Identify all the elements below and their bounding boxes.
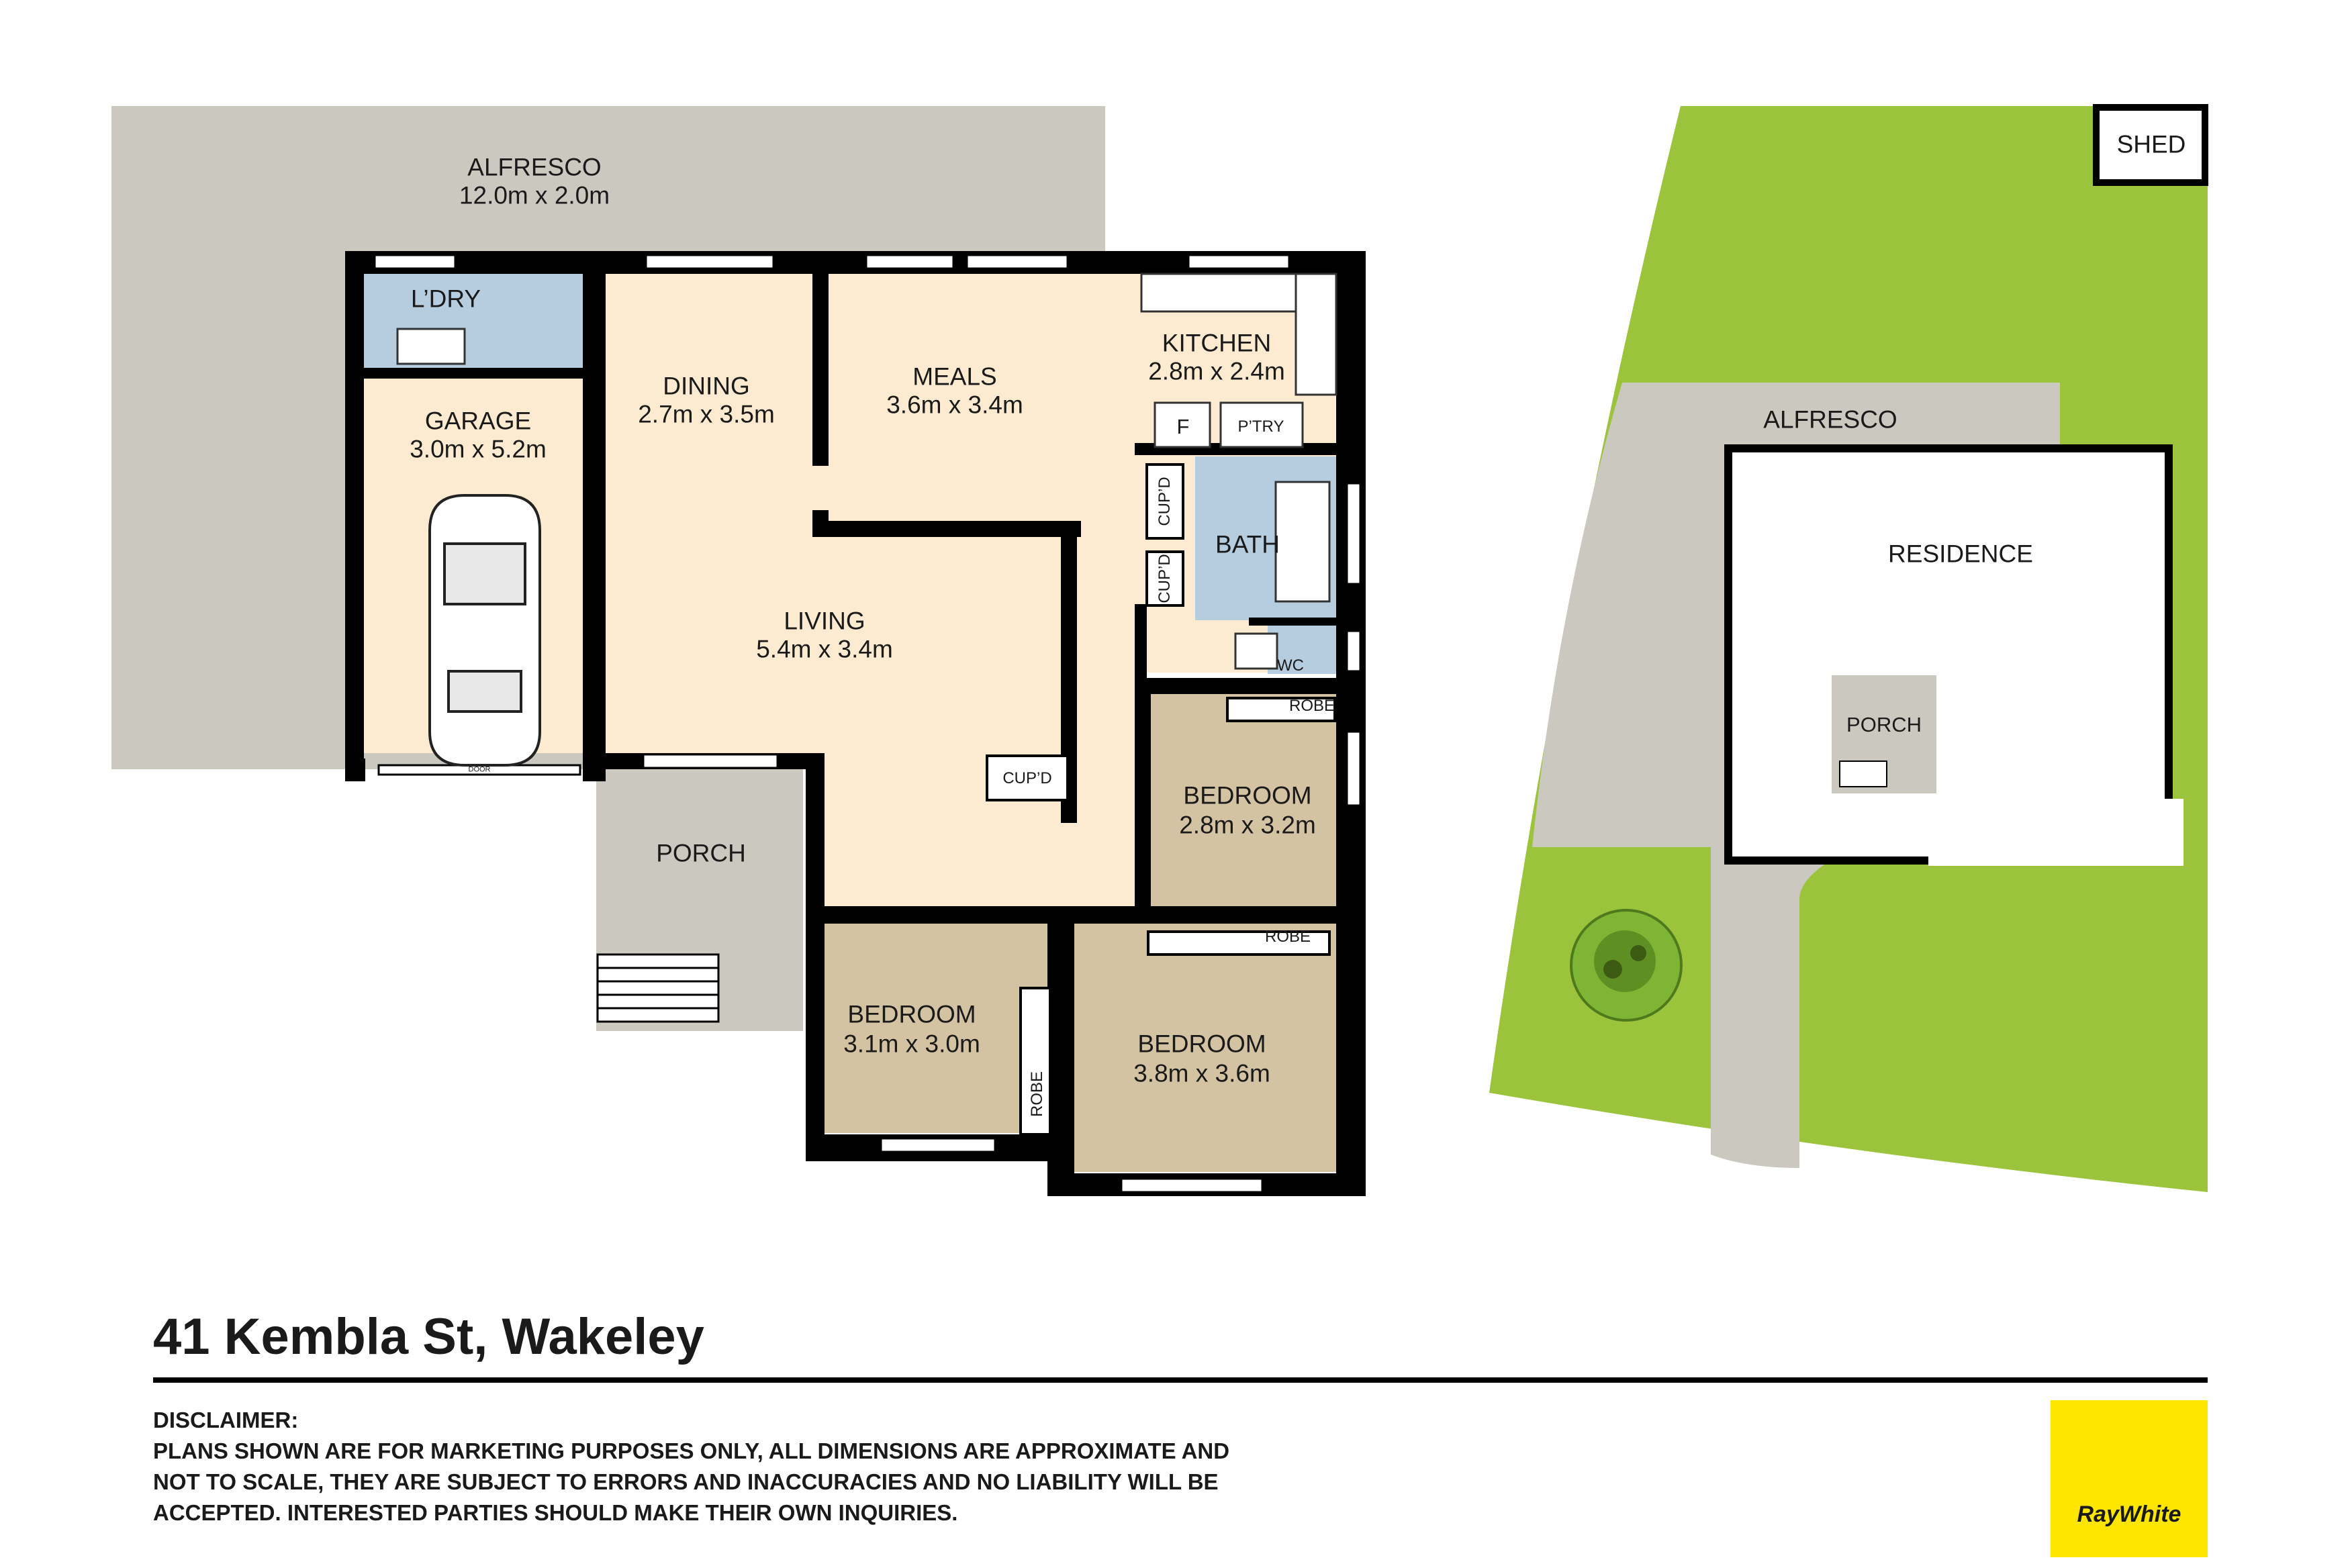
cupboard-2-label: CUP’D bbox=[1156, 554, 1174, 603]
divider bbox=[153, 1377, 2208, 1383]
shed bbox=[2093, 104, 2208, 186]
garage-door-label: DOOR bbox=[468, 765, 491, 774]
bedroom-1-size: 2.8m x 3.2m bbox=[1179, 811, 1316, 839]
disclaimer-title: DISCLAIMER: bbox=[153, 1408, 299, 1432]
residence-label: RESIDENCE bbox=[1888, 540, 2033, 568]
dining-size: 2.7m x 3.5m bbox=[638, 400, 775, 428]
laundry-label: L’DRY bbox=[410, 285, 481, 313]
bedroom-2-size: 3.1m x 3.0m bbox=[843, 1030, 980, 1058]
raywhite-logo: RayWhite bbox=[2051, 1400, 2208, 1557]
garage-size: 3.0m x 5.2m bbox=[410, 435, 547, 463]
robe-3-label: ROBE bbox=[1264, 928, 1311, 946]
bath-label: BATH bbox=[1215, 530, 1280, 558]
site-porch-label: PORCH bbox=[1846, 713, 1922, 737]
bedroom-3-label: BEDROOM bbox=[1137, 1030, 1266, 1058]
living-floor bbox=[606, 524, 1143, 758]
dining-label: DINING bbox=[663, 372, 750, 400]
bedroom-2-floor bbox=[825, 924, 1050, 1133]
cupboard-3-label: CUP’D bbox=[1002, 769, 1052, 788]
meals-size: 3.6m x 3.4m bbox=[886, 391, 1023, 419]
garage-label: GARAGE bbox=[424, 407, 532, 435]
alfresco-size: 12.0m x 2.0m bbox=[459, 181, 610, 209]
disclaimer-line: ACCEPTED. INTERESTED PARTIES SHOULD MAKE… bbox=[153, 1500, 958, 1525]
tree-icon bbox=[1570, 909, 1683, 1022]
robe-1-label: ROBE bbox=[1288, 697, 1335, 716]
porch-label: PORCH bbox=[656, 839, 746, 867]
windows bbox=[373, 254, 1362, 1193]
living-size: 5.4m x 3.4m bbox=[756, 635, 893, 663]
fridge-label: F bbox=[1176, 415, 1190, 439]
pantry-label: P’TRY bbox=[1237, 418, 1284, 436]
bedroom-3-size: 3.8m x 3.6m bbox=[1133, 1059, 1270, 1087]
residence bbox=[1724, 444, 2173, 865]
wc-floor bbox=[1268, 620, 1336, 674]
site-alfresco-label: ALFRESCO bbox=[1763, 405, 1897, 434]
kitchen-size: 2.8m x 2.4m bbox=[1148, 357, 1285, 385]
alfresco-label: ALFRESCO bbox=[467, 153, 602, 181]
living-label: LIVING bbox=[784, 607, 865, 635]
bedroom-1-floor bbox=[1151, 694, 1336, 914]
bedroom-2-label: BEDROOM bbox=[847, 1000, 976, 1028]
car-icon bbox=[428, 494, 541, 767]
logo-text: RayWhite bbox=[2077, 1502, 2181, 1527]
meals-label: MEALS bbox=[912, 362, 997, 391]
cupboard-1-label: CUP’D bbox=[1156, 477, 1174, 526]
disclaimer-line: NOT TO SCALE, THEY ARE SUBJECT TO ERRORS… bbox=[153, 1469, 1219, 1494]
bedroom-3-floor bbox=[1074, 924, 1336, 1172]
shed-label: SHED bbox=[2116, 130, 2186, 158]
wc-label: WC bbox=[1277, 656, 1304, 675]
kitchen-label: KITCHEN bbox=[1162, 329, 1272, 357]
robe-2-label: ROBE bbox=[1028, 1071, 1047, 1118]
bedroom-1-label: BEDROOM bbox=[1183, 781, 1312, 810]
disclaimer-line: PLANS SHOWN ARE FOR MARKETING PURPOSES O… bbox=[153, 1438, 1230, 1463]
property-address: 41 Kembla St, Wakeley bbox=[153, 1308, 704, 1365]
